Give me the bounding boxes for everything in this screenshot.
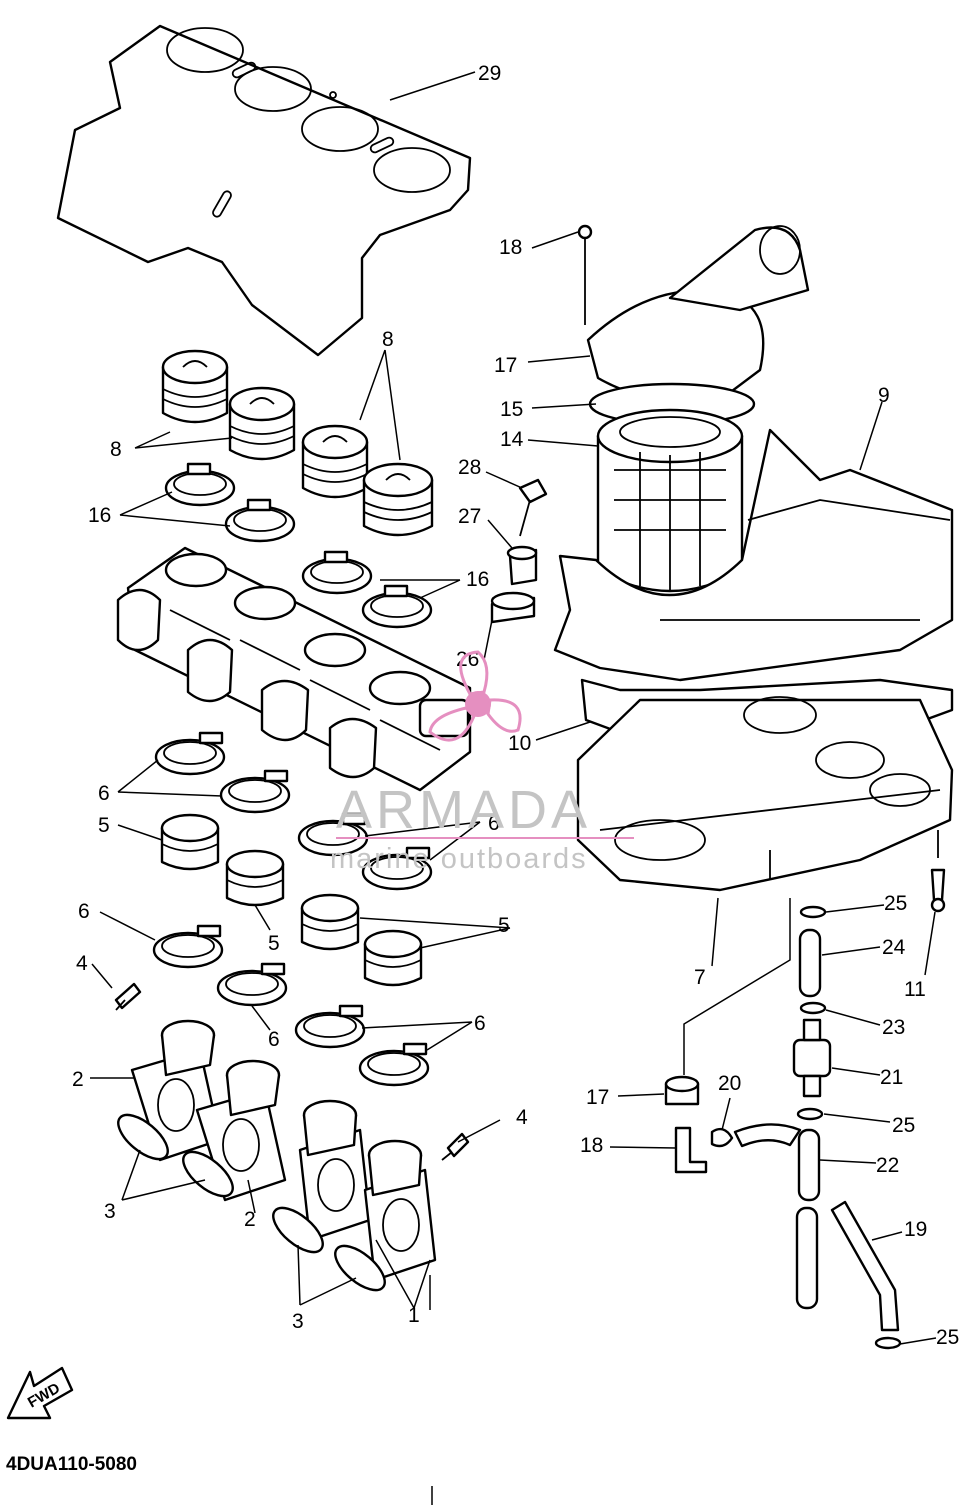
callout-27: 27 (458, 505, 481, 528)
part-20-clip (710, 1127, 734, 1148)
part-14-case-cover (586, 225, 810, 403)
callout-23: 23 (882, 1016, 905, 1039)
callout-5: 5 (498, 914, 510, 937)
part-24-hose (798, 928, 822, 998)
callout-6: 6 (474, 1012, 486, 1035)
part-7-case-lower (576, 696, 954, 892)
callout-4: 4 (516, 1106, 528, 1129)
armada-watermark: ARMADA marine outboards (330, 650, 634, 875)
part-1-manifolds (298, 1099, 437, 1282)
callout-12: 14 (500, 428, 524, 451)
part-17-grommet (664, 1075, 700, 1106)
callout-25: 25 (892, 1114, 915, 1137)
callout-3: 3 (104, 1200, 116, 1223)
propeller-logo-icon (428, 650, 522, 742)
callout-2: 2 (244, 1208, 256, 1231)
callout-6: 6 (78, 900, 90, 923)
fwd-direction-arrow: FWD (6, 1366, 74, 1420)
part-23-clip (799, 1001, 827, 1015)
callout-24: 24 (882, 936, 906, 959)
part-11-screw (930, 830, 946, 913)
leader-lines (90, 71, 937, 1345)
callout-29: 29 (478, 62, 501, 85)
part-8-caps (161, 349, 434, 537)
callout-18: 18 (580, 1134, 603, 1157)
part-16-clamps (164, 462, 433, 629)
callout-3: 3 (292, 1310, 304, 1333)
callout-21: 21 (880, 1066, 903, 1089)
callout-25: 25 (936, 1326, 959, 1349)
part-18-joint (674, 1126, 708, 1174)
callout-10: 10 (508, 732, 531, 755)
part-27-collar (506, 545, 538, 586)
watermark-tagline: marine outboards (330, 843, 588, 875)
callout-6: 6 (268, 1028, 280, 1051)
drawing-code: 4DUA110-5080 (6, 1454, 137, 1475)
part-19-hose (733, 1123, 900, 1332)
callout-6: 6 (488, 812, 500, 835)
part-29-cover-plate (56, 24, 472, 357)
part-26-grommet (490, 591, 536, 624)
part-3-gaskets (117, 1113, 386, 1292)
callout-1: 1 (408, 1304, 420, 1327)
callout-14: 17 (494, 354, 517, 377)
callout-19: 19 (904, 1218, 927, 1241)
part-22-hose (795, 1128, 821, 1310)
part-25-clips (796, 905, 902, 1350)
callout-4: 4 (76, 952, 88, 975)
part-5-joints (160, 813, 423, 987)
callout-28: 28 (458, 456, 481, 479)
part-12-element (596, 408, 744, 593)
callout-5: 5 (98, 814, 110, 837)
callout-8: 8 (382, 328, 394, 351)
callout-6: 6 (98, 782, 110, 805)
part-28-bolt (518, 478, 548, 537)
watermark-brand: ARMADA (336, 780, 591, 840)
callout-16: 16 (466, 568, 489, 591)
callout-22: 22 (876, 1154, 899, 1177)
carburetor-assembly (116, 546, 472, 792)
callout-25: 25 (884, 892, 907, 915)
callout-7: 7 (694, 966, 706, 989)
callout-9: 9 (878, 384, 890, 407)
callout-15: 18 (499, 236, 522, 259)
callout-numbers: 29 8 8 16 16 6 6 5 5 5 6 6 6 4 4 2 2 3 3… (72, 62, 959, 1349)
callout-2: 2 (72, 1068, 84, 1091)
callout-17: 17 (586, 1086, 609, 1109)
callout-16: 16 (88, 504, 111, 527)
callout-8: 8 (110, 438, 122, 461)
callout-13: 15 (500, 398, 523, 421)
callout-5: 5 (268, 932, 280, 955)
part-21-breather-valve (792, 1018, 832, 1098)
part-9-air-cleaner-case (553, 428, 954, 682)
part-15-screw (577, 224, 593, 325)
callout-11: 11 (904, 978, 926, 1001)
part-6-clamps (152, 731, 433, 1087)
callout-20: 20 (718, 1072, 741, 1095)
